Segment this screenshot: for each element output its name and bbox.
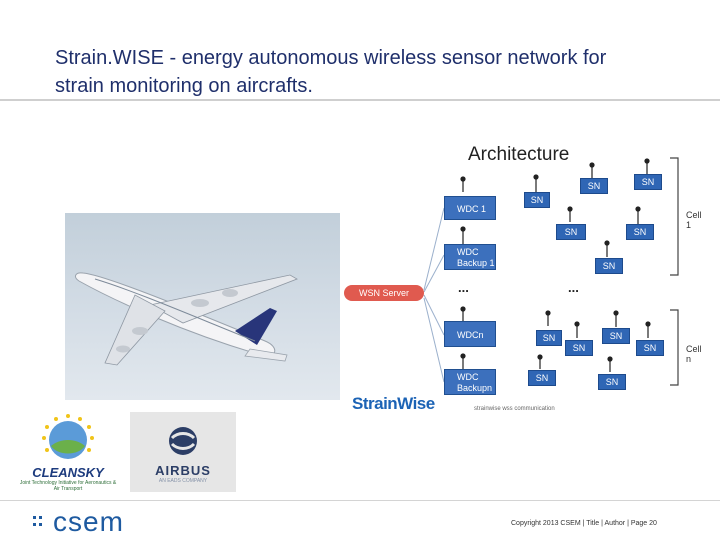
sensor-node: SN [565, 340, 593, 356]
wdc-1-node: WDC 1 [444, 196, 496, 220]
cell-1-label: Cell 1 [686, 210, 702, 230]
aircraft-photo [65, 213, 340, 400]
diagram-connections [423, 157, 679, 386]
airbus-subtitle: AN EADS COMPANY [158, 478, 208, 484]
wdc-n-label: WDCn [457, 330, 484, 340]
csem-dots-icon [33, 516, 42, 526]
cleansky-wordmark: CLEANSKY [32, 465, 104, 480]
sensor-node: SN [595, 258, 623, 274]
wdc-backup-n-label-line-2: Backupn [457, 383, 493, 393]
cleansky-globe-icon [42, 414, 94, 459]
title-divider [0, 99, 720, 101]
sensor-node: SN [528, 370, 556, 386]
strainwise-caption: strainwise wss communication [474, 406, 555, 412]
wdc-backup-1-label-line-1: WDC [457, 247, 479, 257]
sensor-node: SN [626, 224, 654, 240]
airbus-wordmark: AIRBUS [155, 463, 211, 478]
sensor-node: SN [524, 192, 550, 208]
sensor-node: SN [636, 340, 664, 356]
slide-title: Strain.WISE - energy autonomous wireless… [55, 44, 695, 100]
sensor-node: SN [602, 328, 630, 344]
wdc-backup-n-label-line-1: WDC [457, 372, 479, 382]
sensor-node: SN [536, 330, 562, 346]
ellipsis-sensors: ... [568, 280, 579, 295]
aircraft-image [75, 272, 298, 366]
slide-title-line-2: strain monitoring on aircrafts. [55, 75, 313, 97]
strainwise-logo: StrainWise [352, 394, 435, 413]
footer-divider [0, 500, 720, 501]
architecture-diagram: Architecture WSN Server WDC 1 WDC Backup… [340, 140, 702, 415]
slide-title-line-1: Strain.WISE - energy autonomous wireless… [55, 47, 607, 69]
architecture-title: Architecture [468, 144, 570, 165]
wdc-n-node: WDCn [444, 321, 496, 347]
sensor-node: SN [580, 178, 608, 194]
wdc-backup-1-node: WDC Backup 1 [444, 244, 496, 270]
footer-copyright: Copyright 2013 CSEM | Title | Author | P… [511, 520, 657, 527]
cleansky-logo: CLEANSKY Joint Technology Initiative for… [18, 410, 118, 495]
cell-n-label: Cell n [686, 344, 702, 364]
sensor-node: SN [634, 174, 662, 190]
wdc-backup-n-node: WDC Backupn [444, 369, 496, 395]
csem-logo: csem [53, 506, 124, 537]
sensor-node: SN [556, 224, 586, 240]
airbus-emblem-icon [169, 427, 197, 455]
ellipsis-wdc: ... [458, 280, 469, 295]
sensor-node: SN [598, 374, 626, 390]
wdc-1-label: WDC 1 [457, 204, 486, 214]
airbus-logo: AIRBUS AN EADS COMPANY [130, 412, 236, 492]
wsn-server-node: WSN Server [344, 285, 424, 301]
wdc-backup-1-label-line-2: Backup 1 [457, 258, 495, 268]
cleansky-subtitle: Joint Technology Initiative for Aeronaut… [19, 480, 117, 492]
